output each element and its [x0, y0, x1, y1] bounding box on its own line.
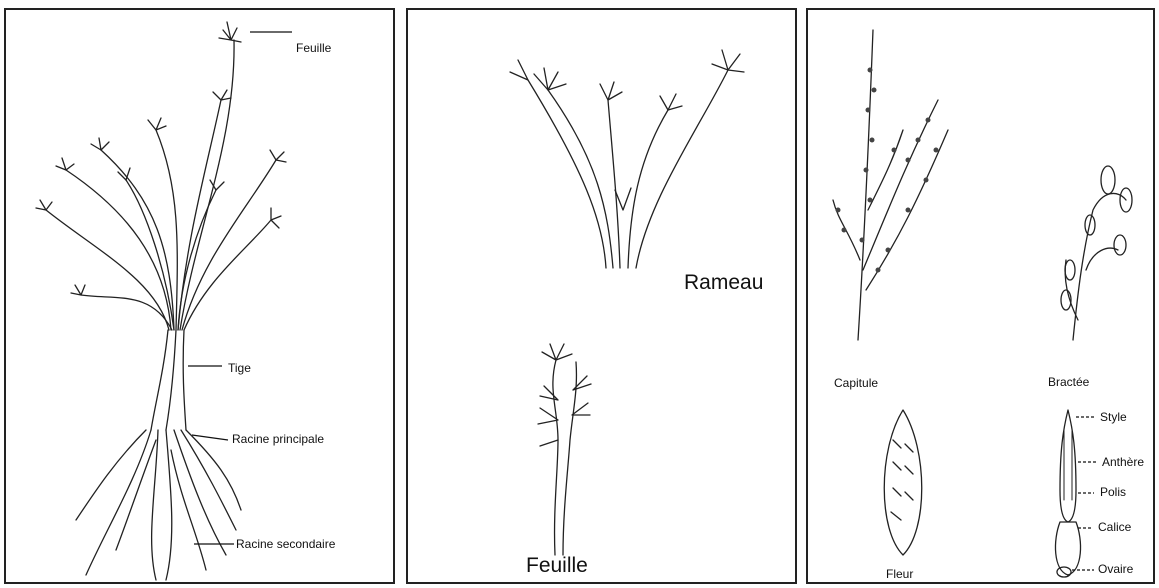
stem-label: Tige [228, 362, 251, 374]
flower-panel: Capitule Bractée Fleur Style Anthère Pol… [806, 8, 1155, 584]
flower-label: Fleur [886, 568, 913, 580]
branch-leaf-drawing [408, 10, 797, 584]
style-label: Style [1100, 411, 1127, 423]
main-root-label: Racine principale [232, 433, 324, 445]
whole-plant-panel: Feuille Tige Racine principale Racine se… [4, 8, 395, 584]
branch-leaf-panel: Rameau Feuille [406, 8, 797, 584]
leaf-label-2: Feuille [526, 555, 588, 576]
leaf-label: Feuille [296, 42, 331, 54]
capitulum-label: Capitule [834, 377, 878, 389]
secondary-root-label: Racine secondaire [236, 538, 335, 550]
branch-label: Rameau [684, 272, 763, 293]
anther-label: Anthère [1102, 456, 1144, 468]
calyx-label: Calice [1098, 521, 1131, 533]
bract-label: Bractée [1048, 376, 1089, 388]
pollen-label: Polis [1100, 486, 1126, 498]
ovary-label: Ovaire [1098, 563, 1133, 575]
whole-plant-drawing [6, 10, 395, 584]
